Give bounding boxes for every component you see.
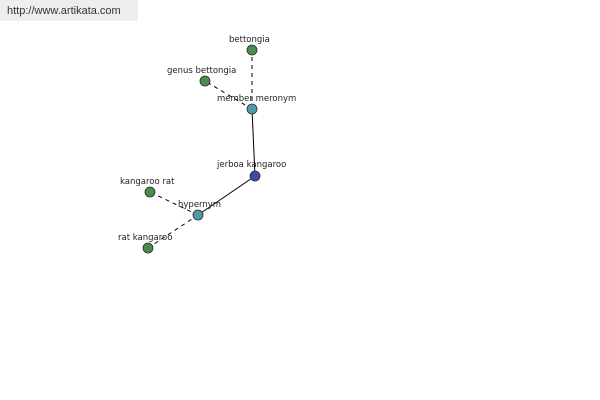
labels-layer: jerboa kangaroo member meronym hypernym bet… — [118, 35, 296, 243]
node-rat-kangaroo[interactable] — [142, 242, 154, 254]
source-link[interactable]: http://www.artikata.com — [7, 5, 121, 17]
node-jerboa-kangaroo[interactable] — [249, 170, 261, 182]
node-label-jerboa-kangaroo[interactable]: jerboa kangaroo — [216, 160, 286, 170]
edges-layer — [147, 50, 256, 249]
edge-jerboa-kangaroo-to-hypernym — [197, 175, 256, 216]
node-member-meronym[interactable] — [246, 103, 258, 115]
edge-hypernym-to-kangaroo-rat — [149, 191, 199, 216]
node-label-member-meronym[interactable]: member meronym — [217, 94, 296, 104]
node-label-kangaroo-rat[interactable]: kangaroo rat — [120, 177, 175, 187]
node-genus-bettongia[interactable] — [199, 75, 211, 87]
edge-hypernym-to-rat-kangaroo — [147, 214, 199, 249]
edge-member-meronym-to-genus-bettongia — [204, 80, 253, 110]
node-kangaroo-rat[interactable] — [144, 186, 156, 198]
node-hypernym[interactable] — [192, 209, 204, 221]
node-label-rat-kangaroo[interactable]: rat kangaroo — [118, 233, 172, 243]
nodes-layer — [142, 44, 261, 254]
node-label-genus-bettongia[interactable]: genus bettongia — [167, 66, 236, 76]
node-bettongia[interactable] — [246, 44, 258, 56]
node-label-bettongia[interactable]: bettongia — [229, 35, 270, 45]
edge-jerboa-kangaroo-to-member-meronym — [251, 108, 256, 177]
source-banner: http://www.artikata.com — [0, 0, 138, 21]
node-label-hypernym[interactable]: hypernym — [178, 200, 221, 210]
